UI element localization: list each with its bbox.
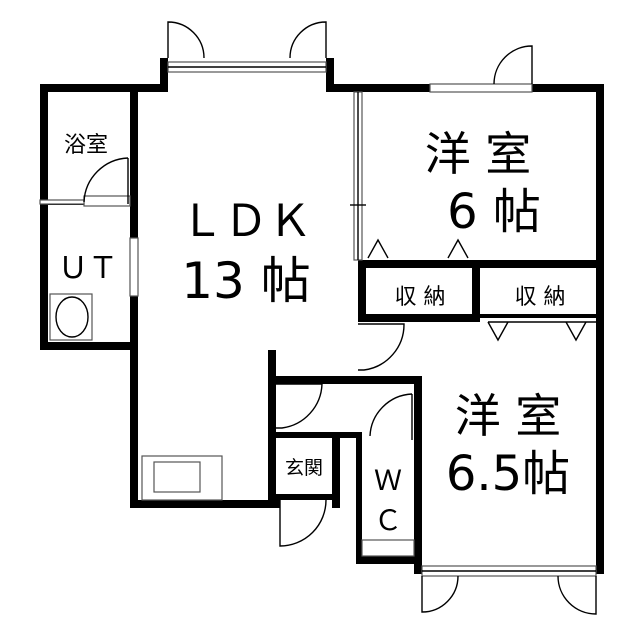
wall-left xyxy=(40,84,48,350)
folding-door-a1 xyxy=(367,238,389,259)
label-bath: 浴室 xyxy=(64,133,108,158)
doors xyxy=(83,21,597,615)
door-entrance xyxy=(279,499,327,547)
door-hall xyxy=(276,383,323,429)
door-toilet xyxy=(369,393,413,440)
folding-door-b2 xyxy=(565,321,587,342)
door-western-a xyxy=(493,45,533,85)
label-western-a-name: 洋 室 xyxy=(425,127,532,181)
label-western-a-size: 6 帖 xyxy=(447,184,541,240)
window-western-a xyxy=(429,83,533,93)
label-toilet-c: Ｃ xyxy=(374,504,402,537)
label-toilet-w: Ｗ xyxy=(374,464,402,497)
door-ldk-hall xyxy=(358,323,405,371)
wall-right xyxy=(596,84,604,574)
room-labels: 浴室 ＵＴ ＬＤＫ 13 帖 洋 室 6 帖 収 納 収 納 洋 室 6.5帖 … xyxy=(58,127,570,537)
door-western-b-right xyxy=(557,575,597,615)
window-ut xyxy=(129,237,139,297)
toilet-window xyxy=(361,539,415,557)
label-western-b-name: 洋 室 xyxy=(455,389,562,443)
label-entrance: 玄関 xyxy=(285,457,323,479)
label-storage-b: 収 納 xyxy=(515,285,566,310)
folding-door-b1 xyxy=(487,321,509,342)
walls xyxy=(40,58,604,574)
door-bath xyxy=(83,157,129,204)
label-storage-a: 収 納 xyxy=(395,285,446,310)
washbasin xyxy=(49,293,93,341)
label-ldk-name: ＬＤＫ xyxy=(180,196,312,247)
door-balcony-right xyxy=(289,21,327,59)
label-western-b-size: 6.5帖 xyxy=(446,446,570,502)
folding-door-a2 xyxy=(447,238,469,259)
kitchen-sink xyxy=(153,461,201,493)
wall-top-bath xyxy=(40,84,138,92)
door-balcony-left xyxy=(167,21,205,59)
door-western-b-left xyxy=(421,575,459,613)
label-utility: ＵＴ xyxy=(58,251,118,286)
windows xyxy=(39,61,597,577)
label-ldk-size: 13 帖 xyxy=(181,252,311,310)
